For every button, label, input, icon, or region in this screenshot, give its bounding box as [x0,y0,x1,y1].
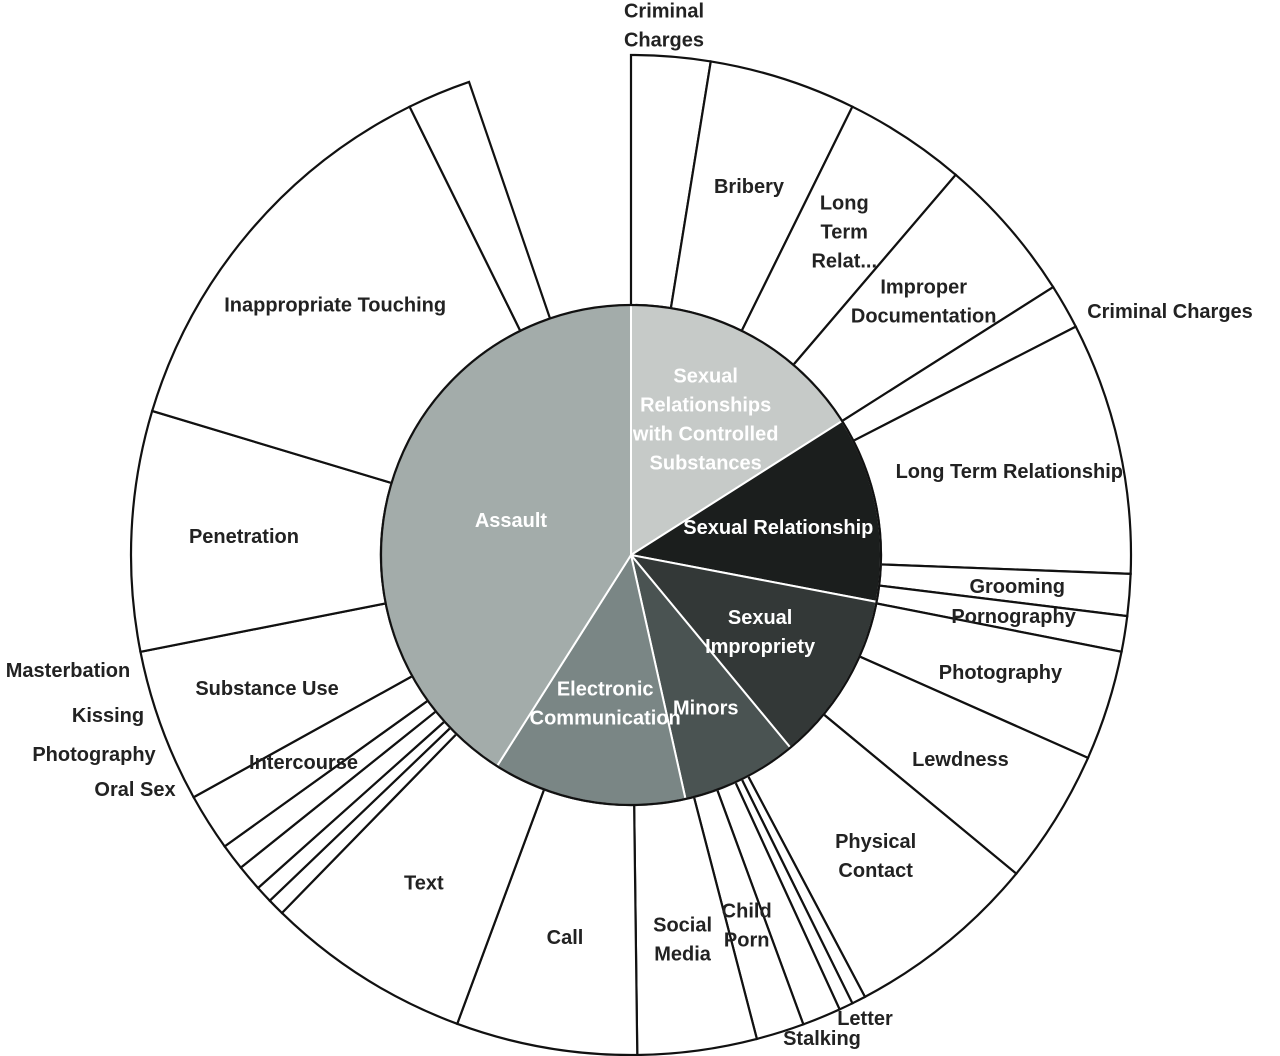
outer-label-oral-sex: Oral Sex [94,779,175,801]
outer-label-text: Text [404,873,444,895]
outer-label-lewdness: Lewdness [912,749,1009,771]
outer-ring [129,53,1133,1056]
outer-label-stalking: Stalking [783,1028,861,1050]
outer-label-bribery: Bribery [714,176,785,198]
outer-label-long-term-relationship: Long Term Relationship [896,461,1123,483]
inner-ring [379,303,883,807]
outer-label-intercourse: Intercourse [249,752,358,774]
outer-label-masterbation: Masterbation [6,660,130,682]
outer-label-grooming: Grooming [969,576,1065,598]
outer-label-criminal-charges: Criminal Charges [1087,301,1253,323]
outer-label-photography: Photography [32,744,156,766]
inner-label-assault: Assault [475,510,548,532]
outer-label-inappropriate-touching: Inappropriate Touching [224,295,446,317]
outer-label-kissing: Kissing [72,705,144,727]
outer-label-photography: Photography [939,662,1063,684]
inner-label-minors: Minors [673,698,739,720]
inner-label-sexual-relationship: Sexual Relationship [683,517,873,539]
inner-ring-border [379,303,883,807]
outer-label-penetration: Penetration [189,526,299,548]
outer-label-pornography: Pornography [951,606,1076,628]
outer-label-letter: Letter [837,1008,893,1030]
outer-label-call: Call [547,927,584,949]
outer-label-substance-use: Substance Use [195,678,338,700]
